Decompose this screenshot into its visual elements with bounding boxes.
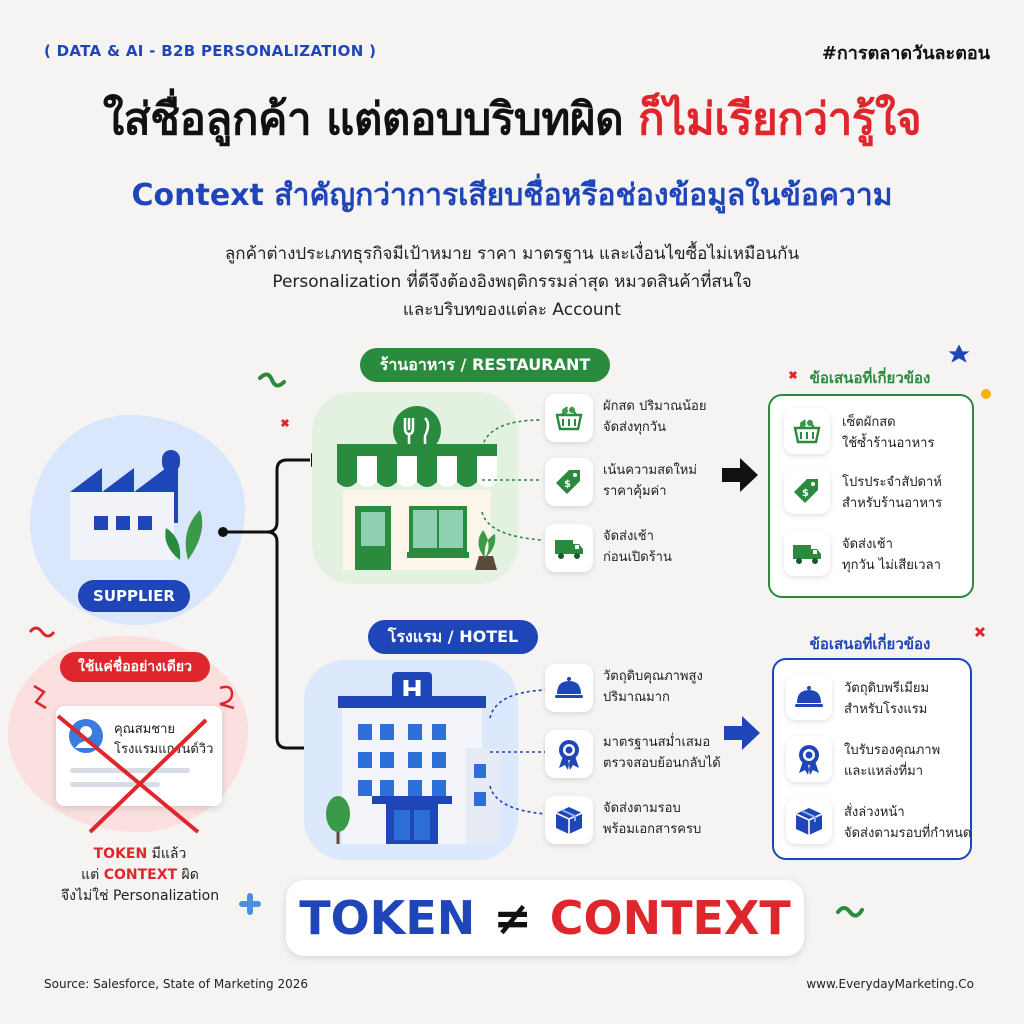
offer-item: ใบรับรองคุณภาพและแหล่งที่มา [786, 736, 976, 788]
description-line: ลูกค้าต่างประเภทธุรกิจมีเป้าหมาย ราคา มา… [224, 244, 800, 264]
connector-dots [489, 689, 547, 815]
card-company: โรงแรมแกรนด์วิว [114, 742, 214, 757]
description-line: และบริบทของแต่ละ Account [402, 300, 622, 320]
token-only-label: ใช้แค่ชื่ออย่างเดียว [60, 652, 210, 682]
note-text: แต่ [81, 867, 104, 883]
website-credit: www.EverydayMarketing.Co [806, 977, 974, 991]
price-tag-icon: $ [545, 458, 593, 506]
page-subtitle: Context สำคัญกว่าการเสียบชื่อหรือช่องข้อ… [131, 178, 893, 213]
offer-line: ใบรับรองคุณภาพ [844, 743, 941, 758]
svg-text:$: $ [564, 479, 571, 490]
restaurant-feature: ผักสด ปริมาณน้อยจัดส่งทุกวัน [545, 394, 730, 446]
offer-item: $ โปรประจำสัปดาห์สำหรับร้านอาหาร [784, 468, 974, 520]
token-not-context-formula: TOKEN ≠ CONTEXT [286, 880, 804, 956]
card-placeholder-line [70, 782, 160, 787]
hotel-offer-box: วัตถุดิบพรีเมียมสำหรับโรงแรม ใบรับรองคุณ… [772, 658, 972, 860]
offer-item: สั่งล่วงหน้าจัดส่งตามรอบที่กำหนด [786, 798, 976, 850]
card-name: คุณสมชาย [114, 722, 176, 737]
feature-line: ปริมาณมาก [603, 690, 670, 705]
offer-line: เซ็ตผักสด [842, 415, 896, 430]
description-line: Personalization ที่ดีจึงต้องอิงพฤติกรรมล… [272, 272, 752, 292]
connector-dots [481, 419, 543, 541]
offer-line: จัดส่งเช้า [842, 537, 893, 552]
offer-line: สำหรับร้านอาหาร [842, 496, 943, 511]
hashtag: #การตลาดวันละตอน [821, 43, 990, 64]
feature-line: จัดส่งเช้า [603, 529, 654, 544]
feature-line: เน้นความสดใหม่ [603, 463, 697, 478]
restaurant-feature: $ เน้นความสดใหม่ราคาคุ้มค่า [545, 458, 730, 510]
box-icon [786, 798, 832, 844]
hotel-feature: จัดส่งตามรอบพร้อมเอกสารครบ [545, 796, 730, 848]
token-only-note: TOKEN มีแล้ว แต่ CONTEXT ผิด จึงไม่ใช่ P… [40, 844, 240, 907]
hotel-feature: มาตรฐานสม่ำเสมอตรวจสอบย้อนกลับได้ [545, 730, 730, 782]
restaurant-icon [337, 406, 497, 570]
offer-item: เซ็ตผักสดใช้ซ้ำร้านอาหาร [784, 408, 974, 460]
description: ลูกค้าต่างประเภทธุรกิจมีเป้าหมาย ราคา มา… [0, 240, 1024, 324]
basket-icon [784, 408, 830, 454]
offer-line: โปรประจำสัปดาห์ [842, 475, 942, 490]
feature-line: วัตถุดิบคุณภาพสูง [603, 669, 703, 684]
eyebrow-tag: ( DATA & AI - B2B PERSONALIZATION ) [44, 42, 377, 60]
restaurant-offer-box: เซ็ตผักสดใช้ซ้ำร้านอาหาร $ โปรประจำสัปดา… [768, 394, 974, 598]
offer-line: และแหล่งที่มา [844, 764, 924, 779]
hotel-feature: วัตถุดิบคุณภาพสูงปริมาณมาก [545, 664, 730, 716]
truck-icon [545, 524, 593, 572]
basket-icon [545, 394, 593, 442]
restaurant-feature: จัดส่งเช้าก่อนเปิดร้าน [545, 524, 730, 576]
title-highlight: ก็ไม่เรียกว่ารู้ใจ [638, 94, 922, 145]
cloche-icon [545, 664, 593, 712]
feature-line: จัดส่งทุกวัน [603, 420, 666, 435]
svg-text:$: $ [802, 488, 809, 499]
formula-token: TOKEN [299, 891, 476, 945]
offer-line: ทุกวัน ไม่เสียเวลา [842, 558, 941, 573]
arrow-right-icon [722, 458, 758, 492]
offer-line: ใช้ซ้ำร้านอาหาร [842, 436, 935, 451]
card-placeholder-line [70, 768, 190, 773]
hotel-label: โรงแรม / HOTEL [368, 620, 538, 654]
note-token: TOKEN [93, 846, 148, 862]
box-icon [545, 796, 593, 844]
note-text: มีแล้ว [147, 846, 187, 862]
supplier-label: SUPPLIER [78, 580, 190, 612]
award-icon [545, 730, 593, 778]
feature-line: ตรวจสอบย้อนกลับได้ [603, 756, 721, 771]
page-title: ใส่ชื่อลูกค้า แต่ตอบบริบทผิด ก็ไม่เรียกว… [0, 84, 1024, 154]
note-text: จึงไม่ใช่ Personalization [60, 888, 220, 904]
feature-line: จัดส่งตามรอบ [603, 801, 681, 816]
offer-line: วัตถุดิบพรีเมียม [844, 681, 930, 696]
feature-line: ก่อนเปิดร้าน [603, 550, 672, 565]
cross-out-icon [33, 684, 235, 834]
offer-line: จัดส่งตามรอบที่กำหนด [844, 826, 972, 841]
feature-line: มาตรฐานสม่ำเสมอ [603, 735, 711, 750]
feature-line: พร้อมเอกสารครบ [603, 822, 702, 837]
note-context: CONTEXT [103, 867, 178, 883]
offer-item: จัดส่งเช้าทุกวัน ไม่เสียเวลา [784, 530, 974, 582]
hotel-offer-title: ข้อเสนอที่เกี่ยวข้อง [809, 635, 931, 653]
feature-line: ราคาคุ้มค่า [603, 484, 667, 499]
formula-not-equal: ≠ [493, 891, 532, 945]
restaurant-offer-title: ข้อเสนอที่เกี่ยวข้อง [809, 369, 931, 387]
source-citation: Source: Salesforce, State of Marketing 2… [44, 977, 308, 991]
price-tag-icon: $ [784, 468, 830, 514]
formula-context: CONTEXT [549, 891, 791, 945]
offer-line: สำหรับโรงแรม [844, 702, 928, 717]
cloche-icon [786, 674, 832, 720]
hotel-icon: H [326, 672, 500, 844]
award-icon [786, 736, 832, 782]
restaurant-label: ร้านอาหาร / RESTAURANT [360, 348, 610, 382]
title-main: ใส่ชื่อลูกค้า แต่ตอบบริบทผิด [102, 94, 639, 145]
truck-icon [784, 530, 830, 576]
factory-icon [70, 450, 203, 560]
arrow-right-icon [724, 716, 760, 750]
offer-item: วัตถุดิบพรีเมียมสำหรับโรงแรม [786, 674, 976, 726]
note-text: ผิด [177, 867, 199, 883]
offer-line: สั่งล่วงหน้า [844, 805, 905, 820]
feature-line: ผักสด ปริมาณน้อย [603, 399, 707, 414]
